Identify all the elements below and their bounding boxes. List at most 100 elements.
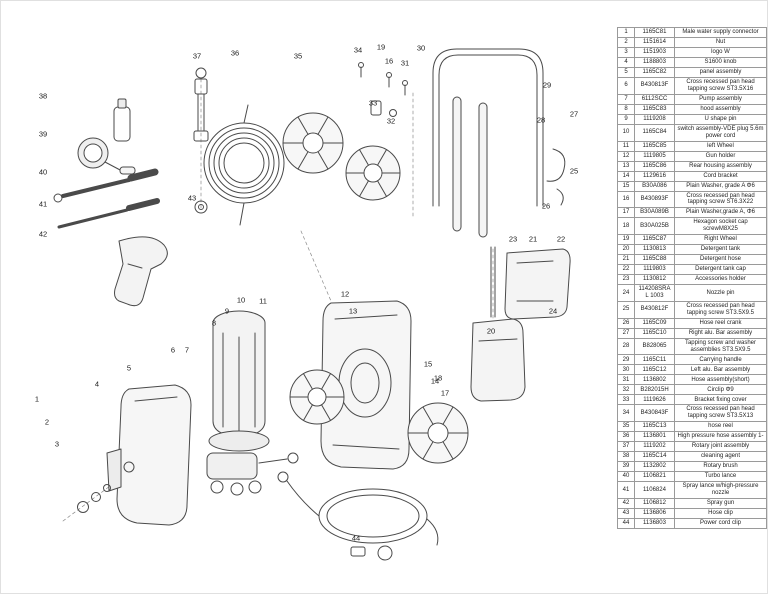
cell-part-code: B430812F xyxy=(634,300,675,319)
exploded-diagram-drawing xyxy=(53,48,571,561)
cell-part-code: 1165C83 xyxy=(634,103,675,115)
cell-item-number: 22 xyxy=(617,264,635,276)
cell-part-code: 1165C86 xyxy=(634,160,675,172)
cell-item-number: 28 xyxy=(617,337,635,356)
carrying-handle-shape xyxy=(432,48,544,207)
cell-part-code: B430893F xyxy=(634,190,675,209)
pump-assembly-shape xyxy=(206,452,299,496)
cell-description: Spray gun xyxy=(674,498,767,510)
left-wheel-shape xyxy=(289,369,345,425)
supply-connector-shapes xyxy=(77,484,111,513)
alu-bar-shapes xyxy=(452,96,488,238)
cell-description: Turbo lance xyxy=(674,471,767,483)
cell-part-code: 1165C14 xyxy=(634,451,675,463)
cell-description: hose reel xyxy=(674,421,767,433)
cell-item-number: 18 xyxy=(617,217,635,236)
cell-description: Plain Washer,grade A, Φ6 xyxy=(674,207,767,219)
hose-coil-shape xyxy=(203,104,285,226)
cell-part-code: 1106812 xyxy=(634,498,675,510)
cell-part-code: 1136806 xyxy=(634,508,675,520)
cell-item-number: 20 xyxy=(617,244,635,256)
cell-item-number: 13 xyxy=(617,160,635,172)
cell-item-number: 14 xyxy=(617,170,635,182)
cell-description: left Wheel xyxy=(674,140,767,152)
cell-description: panel assembly xyxy=(674,67,767,78)
cell-description: Hose clip xyxy=(674,508,767,520)
cell-part-code: B430843F xyxy=(634,404,675,423)
cell-part-code: 1130813 xyxy=(634,244,675,256)
cell-description: Left alu. Bar assembly xyxy=(674,364,767,376)
cell-part-code: B430813F xyxy=(634,77,675,95)
cell-description: Hose assembly(short) xyxy=(674,374,767,386)
cell-description: Right alu. Bar assembly xyxy=(674,327,767,339)
cell-description: Pump assembly xyxy=(674,93,767,105)
cell-description: Hexagon socket cap screwM8X25 xyxy=(674,217,767,236)
cell-item-number: 16 xyxy=(617,190,635,209)
cell-part-code: 114208SRAL 1003 xyxy=(634,284,675,302)
cell-item-number: 26 xyxy=(617,317,635,329)
hose-reel-shape xyxy=(282,112,401,201)
cell-description: Detergent hose xyxy=(674,254,767,266)
screw-and-washer-shapes xyxy=(358,62,408,117)
cell-description: Circlip Φ9 xyxy=(674,384,767,396)
cell-description: Gun holder xyxy=(674,150,767,162)
cell-description: Power cord clip xyxy=(674,518,767,530)
cell-description: Right Wheel xyxy=(674,234,767,246)
accessories-holder-shape xyxy=(504,248,571,320)
right-wheel-shape xyxy=(407,402,469,464)
cell-description: Accessories holder xyxy=(674,274,767,286)
cell-part-code: 1129616 xyxy=(634,170,675,182)
cell-item-number: 37 xyxy=(617,441,635,453)
cell-part-code: 1165C88 xyxy=(634,254,675,266)
cell-item-number: 30 xyxy=(617,364,635,376)
cell-item-number: 40 xyxy=(617,471,635,483)
cell-item-number: 43 xyxy=(617,508,635,520)
cell-item-number: 7 xyxy=(617,93,635,105)
turbo-lance-shape xyxy=(53,168,159,203)
cell-item-number: 44 xyxy=(617,518,635,530)
cell-part-code: 1119805 xyxy=(634,150,675,162)
cell-item-number: 31 xyxy=(617,374,635,386)
cell-item-number: 34 xyxy=(617,404,635,423)
cell-description: Cross recessed pan head tapping screw ST… xyxy=(674,77,767,95)
cell-item-number: 39 xyxy=(617,461,635,473)
cell-description: logo W xyxy=(674,47,767,58)
cell-item-number: 42 xyxy=(617,498,635,510)
cell-item-number: 4 xyxy=(617,57,635,68)
cell-item-number: 33 xyxy=(617,394,635,406)
cell-part-code: 1165C82 xyxy=(634,67,675,78)
cell-part-code: 1119626 xyxy=(634,394,675,406)
cell-item-number: 36 xyxy=(617,431,635,443)
spray-lance-shape xyxy=(57,198,160,229)
detergent-tank-shape xyxy=(470,246,526,402)
cell-part-code: 6112SCC xyxy=(634,93,675,105)
